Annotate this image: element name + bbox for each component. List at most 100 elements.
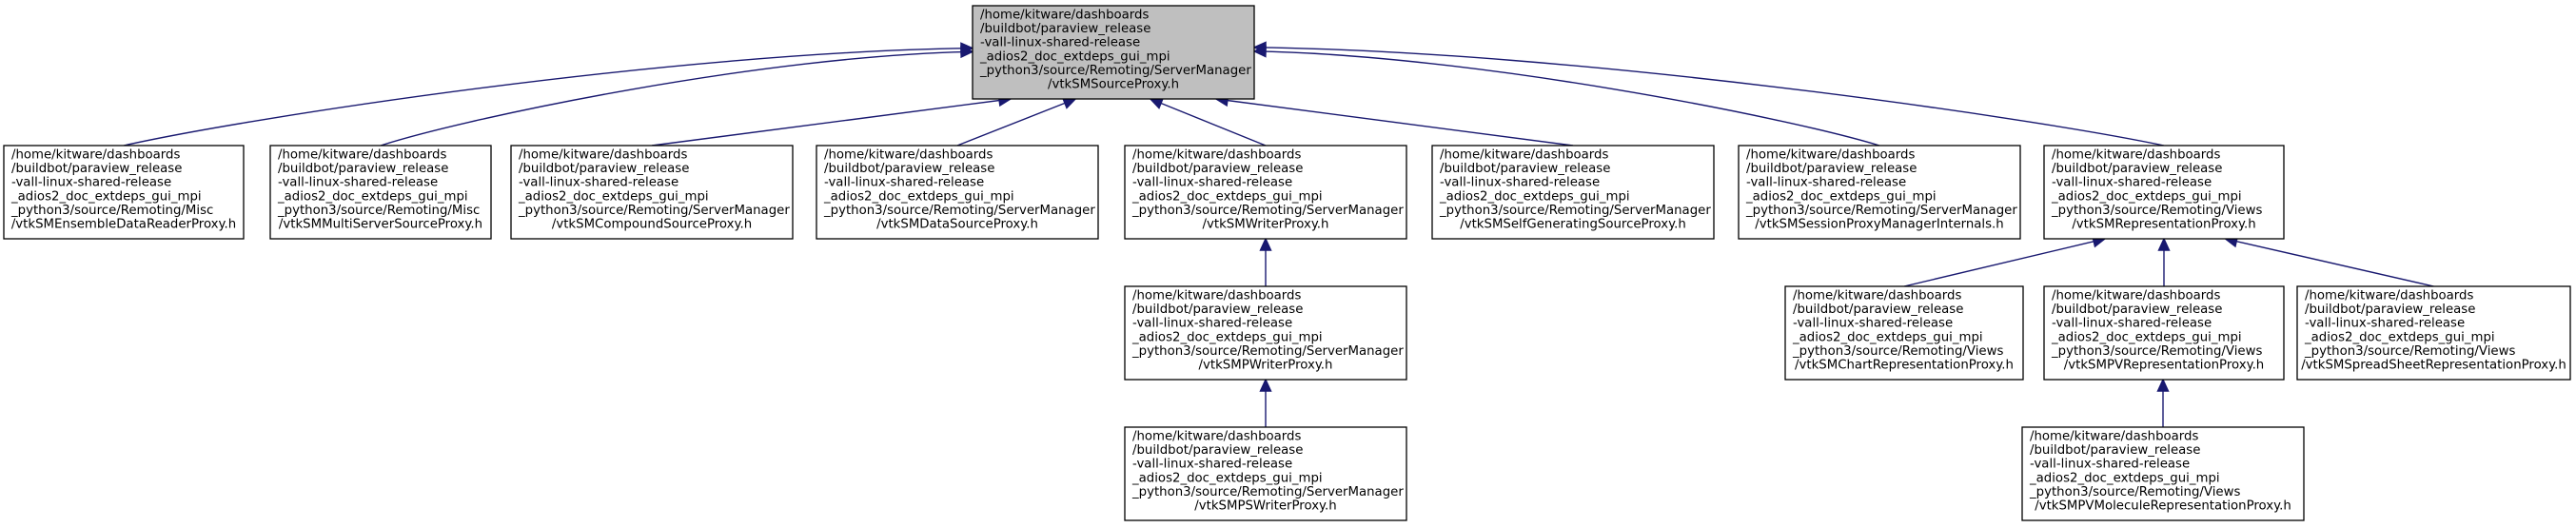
node-path-line: _python3/source/Remoting/ServerManager: [1745, 204, 2017, 218]
node-path-line: _adios2_doc_extdeps_gui_mpi: [1131, 471, 1323, 485]
node-path-line: /home/kitware/dashboards: [2052, 148, 2220, 163]
node-ensemble[interactable]: /home/kitware/dashboards/buildbot/paravi…: [3, 145, 245, 240]
node-path-line: /buildbot/paraview_release: [1793, 303, 1963, 317]
node-filename: /vtkSMCompoundSourceProxy.h: [552, 218, 752, 232]
edge-compound-to-root: [651, 94, 1013, 147]
node-box: [816, 145, 1099, 240]
node-filename: /vtkSMSessionProxyManagerInternals.h: [1755, 218, 2003, 232]
arrowhead: [2156, 378, 2170, 392]
node-box: [3, 145, 245, 240]
node-path-line: /buildbot/paraview_release: [1440, 162, 1610, 176]
node-path-line: -vall-linux-shared-release: [1440, 176, 1600, 190]
edge-line: [1150, 98, 1267, 147]
arrowhead: [1259, 378, 1272, 392]
edge-pvrep-to-representation: [2157, 237, 2171, 286]
node-path-line: _adios2_doc_extdeps_gui_mpi: [2029, 471, 2220, 485]
node-path-line: _python3/source/Remoting/Views: [1792, 344, 2003, 359]
node-path-line: /buildbot/paraview_release: [824, 162, 994, 176]
node-path-line: _adios2_doc_extdeps_gui_mpi: [979, 49, 1170, 64]
node-path-line: /buildbot/paraview_release: [11, 162, 182, 176]
node-filename: /vtkSMRepresentationProxy.h: [2072, 218, 2255, 232]
node-filename: /vtkSMWriterProxy.h: [1203, 218, 1329, 232]
node-path-line: _python3/source/Remoting/Misc: [277, 204, 480, 218]
node-path-line: _adios2_doc_extdeps_gui_mpi: [2051, 330, 2242, 344]
node-path-line: _python3/source/Remoting/Views: [2029, 485, 2240, 499]
node-box: [1124, 145, 1407, 240]
node-box: [2021, 426, 2305, 521]
node-path-line: _python3/source/Remoting/ServerManager: [979, 64, 1251, 78]
node-path-line: /buildbot/paraview_release: [1746, 162, 1917, 176]
node-path-line: -vall-linux-shared-release: [1746, 176, 1906, 190]
node-path-line: /home/kitware/dashboards: [1793, 289, 1961, 303]
node-representation[interactable]: /home/kitware/dashboards/buildbot/paravi…: [2043, 145, 2285, 240]
node-path-line: -vall-linux-shared-release: [2030, 458, 2190, 472]
node-path-line: _python3/source/Remoting/ServerManager: [1439, 204, 1711, 218]
edge-line: [1253, 47, 2165, 147]
node-filename: /vtkSMPSWriterProxy.h: [1194, 499, 1336, 514]
edge-line: [1903, 238, 2106, 287]
node-path-line: _adios2_doc_extdeps_gui_mpi: [823, 189, 1014, 204]
node-path-line: _adios2_doc_extdeps_gui_mpi: [1792, 330, 1983, 344]
node-pvrep[interactable]: /home/kitware/dashboards/buildbot/paravi…: [2043, 285, 2285, 381]
node-box: [2043, 145, 2285, 240]
node-path-line: _python3/source/Remoting/ServerManager: [1131, 344, 1404, 359]
node-root[interactable]: /home/kitware/dashboards/buildbot/paravi…: [972, 5, 1255, 100]
edge-spreadsheet-to-representation: [2223, 235, 2434, 287]
node-path-line: /buildbot/paraview_release: [278, 162, 448, 176]
node-path-line: /buildbot/paraview_release: [1132, 162, 1303, 176]
node-box: [2296, 285, 2571, 381]
node-box: [1784, 285, 2024, 381]
edge-line: [1253, 50, 1880, 147]
node-filename: /vtkSMPVRepresentationProxy.h: [2064, 359, 2264, 373]
node-pswriter[interactable]: /home/kitware/dashboards/buildbot/paravi…: [1124, 426, 1407, 521]
node-filename: /vtkSMSourceProxy.h: [1048, 78, 1179, 92]
node-path-line: _adios2_doc_extdeps_gui_mpi: [518, 189, 709, 204]
node-path-line: _adios2_doc_extdeps_gui_mpi: [10, 189, 202, 204]
edge-line: [956, 98, 1076, 147]
node-filename: /vtkSMPWriterProxy.h: [1199, 359, 1333, 373]
node-path-line: -vall-linux-shared-release: [1793, 317, 1953, 331]
node-path-line: /home/kitware/dashboards: [1440, 148, 1608, 163]
node-filename: /vtkSMEnsembleDataReaderProxy.h: [11, 218, 236, 232]
node-path-line: -vall-linux-shared-release: [519, 176, 678, 190]
node-path-line: -vall-linux-shared-release: [2052, 176, 2212, 190]
node-spreadsheet[interactable]: /home/kitware/dashboards/buildbot/paravi…: [2296, 285, 2571, 381]
node-path-line: -vall-linux-shared-release: [1132, 458, 1292, 472]
edge-datasource-to-root: [956, 97, 1077, 147]
node-datasource[interactable]: /home/kitware/dashboards/buildbot/paravi…: [816, 145, 1099, 240]
node-path-line: _python3/source/Remoting/Views: [2051, 344, 2262, 359]
node-selfgen[interactable]: /home/kitware/dashboards/buildbot/paravi…: [1431, 145, 1715, 240]
node-path-line: /buildbot/paraview_release: [519, 162, 689, 176]
node-multiserver[interactable]: /home/kitware/dashboards/buildbot/paravi…: [269, 145, 492, 240]
node-box: [510, 145, 794, 240]
node-path-line: -vall-linux-shared-release: [824, 176, 984, 190]
node-box: [1124, 285, 1407, 381]
arrowhead: [1061, 97, 1077, 109]
node-path-line: /buildbot/paraview_release: [980, 22, 1150, 36]
node-path-line: /home/kitware/dashboards: [278, 148, 446, 163]
node-box: [1738, 145, 2021, 240]
node-path-line: _adios2_doc_extdeps_gui_mpi: [1131, 330, 1323, 344]
node-path-line: _python3/source/Remoting/ServerManager: [1131, 485, 1404, 499]
node-filename: /vtkSMMultiServerSourceProxy.h: [279, 218, 482, 232]
node-path-line: -vall-linux-shared-release: [2305, 317, 2465, 331]
node-path-line: _adios2_doc_extdeps_gui_mpi: [1745, 189, 1937, 204]
arrowhead: [2157, 237, 2171, 251]
arrowhead: [1149, 97, 1165, 109]
node-path-line: _python3/source/Remoting/ServerManager: [823, 204, 1095, 218]
node-path-line: -vall-linux-shared-release: [980, 36, 1140, 50]
node-path-line: /buildbot/paraview_release: [1132, 303, 1303, 317]
nodes-layer: /home/kitware/dashboards/buildbot/paravi…: [3, 5, 2571, 521]
node-path-line: /home/kitware/dashboards: [519, 148, 687, 163]
node-pwriter[interactable]: /home/kitware/dashboards/buildbot/paravi…: [1124, 285, 1407, 381]
node-session[interactable]: /home/kitware/dashboards/buildbot/paravi…: [1738, 145, 2021, 240]
edge-line: [2225, 238, 2434, 287]
node-path-line: _adios2_doc_extdeps_gui_mpi: [1131, 189, 1323, 204]
node-path-line: _adios2_doc_extdeps_gui_mpi: [277, 189, 468, 204]
node-pvmolecule[interactable]: /home/kitware/dashboards/buildbot/paravi…: [2021, 426, 2305, 521]
node-path-line: _adios2_doc_extdeps_gui_mpi: [2304, 330, 2495, 344]
node-chartrep[interactable]: /home/kitware/dashboards/buildbot/paravi…: [1784, 285, 2024, 381]
node-writer[interactable]: /home/kitware/dashboards/buildbot/paravi…: [1124, 145, 1407, 240]
node-compound[interactable]: /home/kitware/dashboards/buildbot/paravi…: [510, 145, 794, 240]
